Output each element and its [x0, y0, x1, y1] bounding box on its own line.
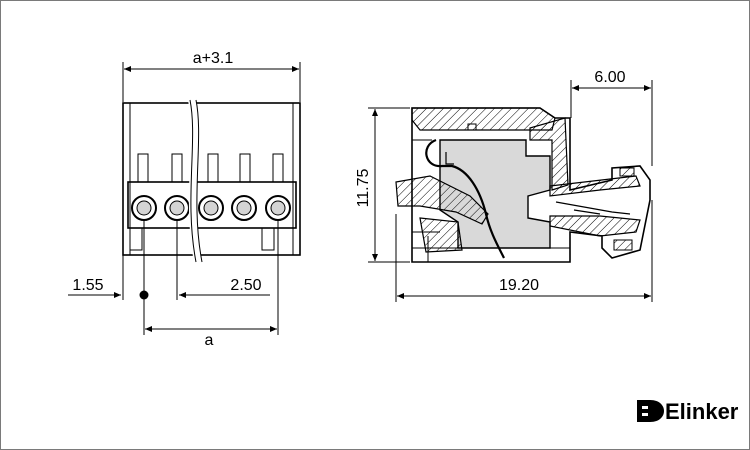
front-pins [137, 153, 284, 183]
side-tail-top [549, 175, 641, 197]
side-spring-contact [425, 138, 505, 259]
break-line-left [189, 99, 197, 263]
dim-length-label: 19.20 [499, 277, 539, 294]
dim-height-label: 11.75 [355, 168, 372, 207]
front-foot-left [129, 227, 143, 251]
dim-tail-label: 6.00 [594, 69, 625, 86]
front-foot-right [261, 227, 275, 251]
dim-bottom-label: a [205, 332, 214, 349]
dim-edge-label: 1.55 [72, 277, 103, 294]
front-terminal-band [127, 181, 297, 229]
dim-reference-dot [139, 290, 149, 300]
brand-name: Elinker [665, 399, 739, 424]
side-housing-outline [411, 107, 651, 263]
brand-logo: Elinker [637, 399, 739, 424]
front-housing-outline [122, 102, 301, 256]
side-tail-bottom [549, 215, 641, 237]
dim-overall-label: a+3.1 [193, 50, 234, 67]
dim-pitch-label: 2.50 [230, 277, 261, 294]
break-line-right [195, 99, 203, 263]
front-screw-holes [131, 195, 291, 221]
side-bottom-plate [419, 217, 463, 253]
side-view: 11.75 19.20 6.00 [355, 69, 653, 302]
elinker-logo-icon [637, 400, 664, 422]
side-wire-clamp [395, 175, 489, 225]
front-view: a+3.1 1.55 2.50 a [68, 50, 301, 349]
